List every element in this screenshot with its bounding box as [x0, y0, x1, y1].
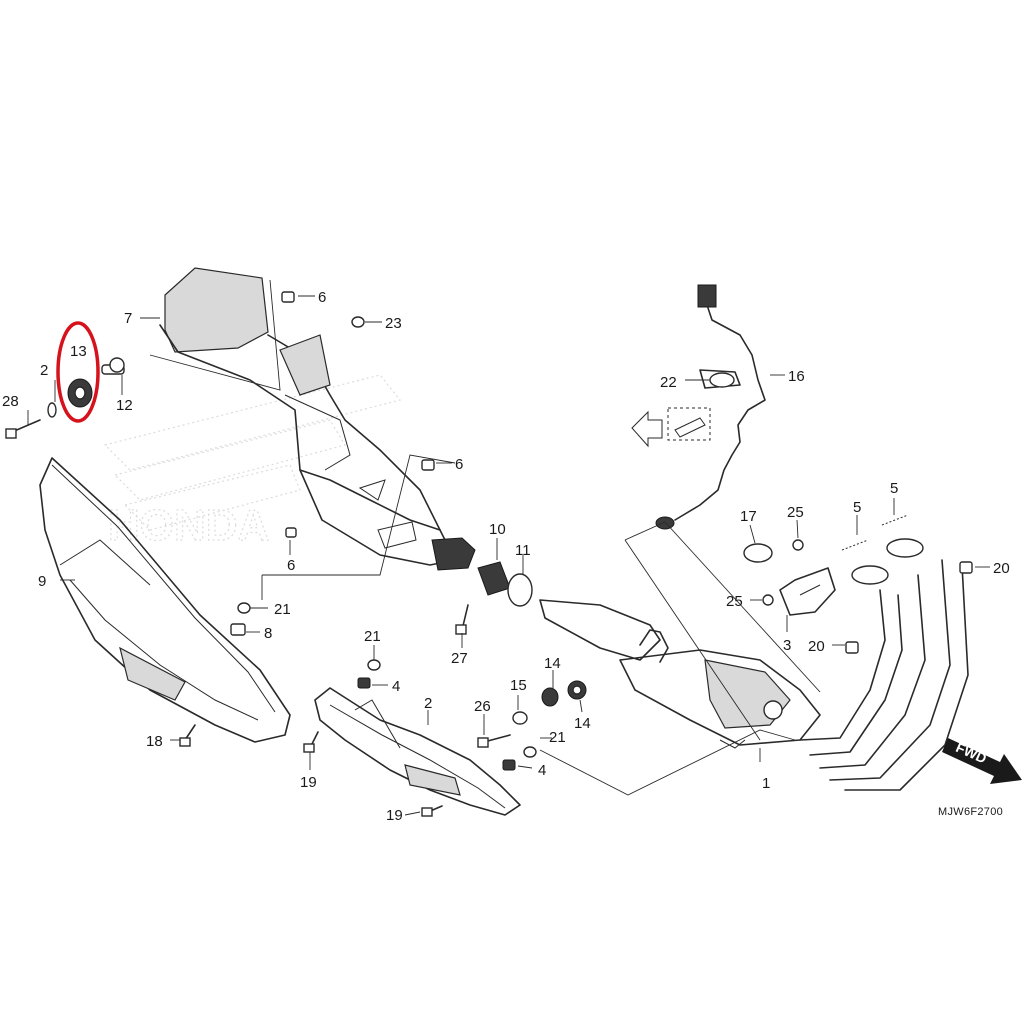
exhaust-pipes[interactable] — [539, 538, 969, 791]
nut-6-top[interactable] — [281, 291, 295, 303]
part-label-16[interactable]: 16 — [788, 368, 805, 385]
part-label-2-right[interactable]: 2 — [424, 695, 432, 712]
bolt-25-top[interactable] — [792, 539, 804, 551]
part-label-26[interactable]: 26 — [474, 698, 491, 715]
part-label-3[interactable]: 3 — [783, 637, 791, 654]
part-label-18[interactable]: 18 — [146, 733, 163, 750]
part-label-5-left[interactable]: 5 — [853, 499, 861, 516]
part-label-11[interactable]: 11 — [515, 542, 531, 559]
part-label-2-left[interactable]: 2 — [40, 362, 48, 379]
honda-wing-watermark: HONDA — [103, 374, 402, 551]
bolt-25-low[interactable] — [762, 594, 774, 606]
bolt-19-low[interactable] — [421, 805, 443, 817]
heat-shield-protector[interactable] — [314, 687, 521, 816]
clip-22[interactable] — [709, 372, 735, 388]
part-label-4-lower[interactable]: 4 — [538, 762, 546, 779]
bolt-26[interactable] — [477, 734, 511, 748]
part-label-8[interactable]: 8 — [264, 625, 272, 642]
nut-23[interactable] — [351, 316, 365, 328]
part-label-15[interactable]: 15 — [510, 677, 527, 694]
collar-12[interactable] — [101, 357, 125, 375]
part-label-14-left[interactable]: 14 — [544, 655, 561, 672]
part-label-19-low[interactable]: 19 — [386, 807, 403, 824]
washer-15[interactable] — [512, 711, 528, 725]
part-label-6-mid[interactable]: 6 — [455, 456, 463, 473]
o2-sensor-wire[interactable] — [655, 284, 766, 530]
part-label-9[interactable]: 9 — [38, 573, 46, 590]
part-label-6-low[interactable]: 6 — [287, 557, 295, 574]
part-label-19-left[interactable]: 19 — [300, 774, 317, 791]
part-label-25-top[interactable]: 25 — [787, 504, 804, 521]
grommet-14-right[interactable] — [567, 680, 587, 700]
nut-6-mid[interactable] — [421, 459, 435, 471]
part-label-14-right[interactable]: 14 — [574, 715, 591, 732]
part-label-17[interactable]: 17 — [740, 508, 757, 525]
bolt-18[interactable] — [179, 724, 196, 747]
washer-2-left[interactable] — [47, 402, 57, 418]
part-label-7[interactable]: 7 — [124, 310, 132, 327]
figure-code: MJW6F2700 — [938, 806, 1003, 818]
part-label-21-low[interactable]: 21 — [549, 729, 566, 746]
gasket-5-right[interactable] — [881, 514, 909, 526]
joint-gasket[interactable] — [477, 561, 533, 607]
heat-shield-left[interactable] — [39, 457, 291, 743]
part-label-25-low[interactable]: 25 — [726, 593, 743, 610]
part-label-23[interactable]: 23 — [385, 315, 402, 332]
part-label-1[interactable]: 1 — [762, 775, 770, 792]
part-label-5-right[interactable]: 5 — [890, 480, 898, 497]
part-label-20-right[interactable]: 20 — [993, 560, 1010, 577]
part-label-13[interactable]: 13 — [70, 343, 87, 360]
forward-direction-arrow: FWD — [942, 738, 1022, 784]
nut-4-lower[interactable] — [502, 759, 516, 771]
nut-4-upper[interactable] — [357, 677, 371, 689]
part-label-10[interactable]: 10 — [489, 521, 506, 538]
nut-6-low[interactable] — [285, 527, 297, 538]
part-label-4-upper[interactable]: 4 — [392, 678, 400, 695]
nut-20-low[interactable] — [845, 641, 859, 654]
part-label-12[interactable]: 12 — [116, 397, 133, 414]
bolt-19-left[interactable] — [303, 731, 319, 753]
nut-8[interactable] — [230, 623, 246, 636]
reference-arrow — [631, 407, 711, 448]
rubber-mount-13[interactable] — [67, 378, 93, 408]
bolt-28[interactable] — [5, 419, 41, 439]
part-label-21-left[interactable]: 21 — [274, 601, 291, 618]
nut-20-right[interactable] — [959, 561, 973, 574]
part-label-27[interactable]: 27 — [451, 650, 468, 667]
part-label-20-low[interactable]: 20 — [808, 638, 825, 655]
part-label-21-mid[interactable]: 21 — [364, 628, 381, 645]
gasket-5-left[interactable] — [841, 539, 869, 551]
bolt-21-mid[interactable] — [367, 659, 381, 671]
highlight-ring-part-13 — [56, 321, 100, 423]
leader-lines — [27, 279, 990, 816]
silencer[interactable] — [159, 267, 476, 571]
bolt-21-low[interactable] — [523, 746, 537, 758]
part-label-28[interactable]: 28 — [2, 393, 19, 410]
watermark-text: HONDA — [108, 501, 269, 550]
part-label-22[interactable]: 22 — [660, 374, 677, 391]
bolt-27[interactable] — [455, 604, 469, 635]
part-number-labels: 1 2 2 3 4 4 5 5 6 6 6 7 8 9 10 11 12 13 … — [2, 289, 1010, 824]
part-label-6-top[interactable]: 6 — [318, 289, 326, 306]
band-17[interactable] — [743, 543, 773, 563]
grommet-14-left[interactable] — [541, 687, 559, 707]
bracket-3[interactable] — [779, 567, 836, 616]
bolt-21-left[interactable] — [237, 602, 251, 614]
